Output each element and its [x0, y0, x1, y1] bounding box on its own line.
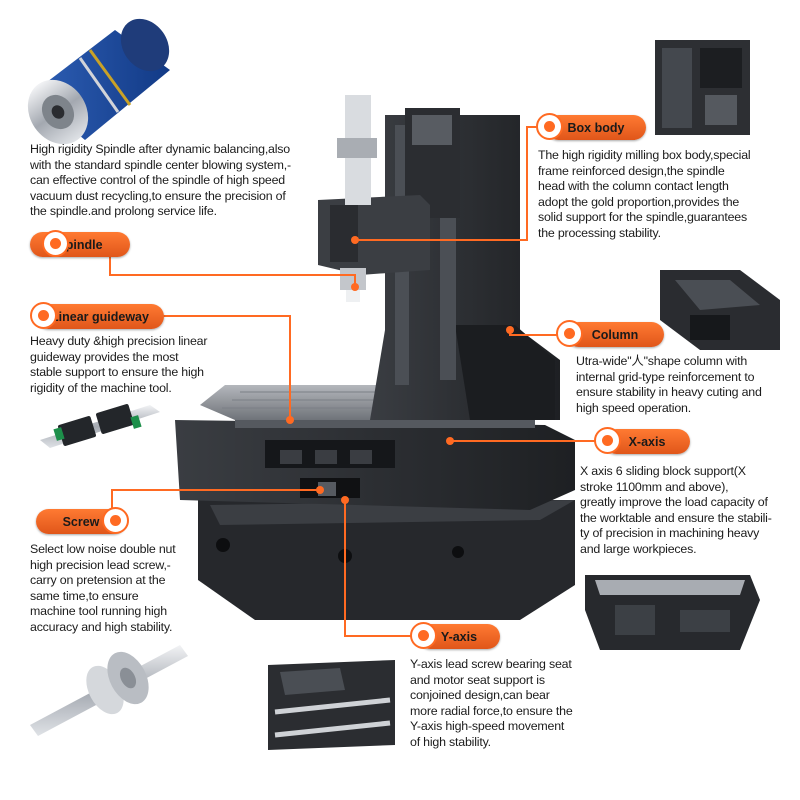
x-axis-tag: X-axis — [594, 427, 690, 454]
column-description: Utra-wide"人"shape column with internal g… — [576, 354, 762, 415]
spindle-photo — [27, 18, 170, 145]
y-axis-marker-icon — [410, 622, 437, 649]
linear-guideway-leader — [150, 315, 291, 420]
column-tag: Column — [556, 320, 666, 347]
linear-guideway-marker-icon — [30, 302, 57, 329]
spindle-description: High rigidity Spindle after dynamic bala… — [30, 142, 291, 219]
linear-guideway-label: Linear guideway — [51, 309, 149, 324]
ball-screw-photo — [30, 645, 188, 736]
screw-description: Select low noise double nut high precisi… — [30, 542, 176, 634]
box-body-leader — [355, 126, 539, 241]
linear-guideway-photo — [40, 404, 160, 448]
box-body-marker-icon — [536, 113, 563, 140]
box-body-photo — [655, 40, 750, 135]
leader-endpoints — [286, 236, 514, 504]
y-axis-leader — [344, 500, 413, 637]
y-axis-description: Y-axis lead screw bearing seat and motor… — [410, 657, 573, 749]
y-axis-tag: Y-axis — [410, 622, 500, 649]
box-body-label: Box body — [567, 120, 625, 135]
x-axis-description: X axis 6 sliding block support(X stroke … — [580, 464, 772, 556]
box-body-description: The high rigidity milling box body,speci… — [538, 148, 751, 240]
screw-label: Screw — [62, 514, 100, 529]
x-axis-saddle-photo — [585, 575, 760, 650]
linear-guideway-tag: Linear guideway — [30, 302, 170, 329]
y-axis-label: Y-axis — [440, 629, 478, 644]
linear-guideway-description: Heavy duty &high precision linear guidew… — [30, 334, 208, 395]
x-axis-label: X-axis — [628, 434, 666, 449]
spindle-marker-icon — [42, 230, 69, 257]
y-axis-base-photo — [268, 660, 395, 750]
spindle-tag: Spindle — [20, 230, 130, 257]
column-label: Column — [591, 327, 639, 342]
screw-marker-icon — [102, 507, 129, 534]
box-body-tag: Box body — [536, 113, 646, 140]
column-marker-icon — [556, 320, 583, 347]
x-axis-marker-icon — [594, 427, 621, 454]
column-photo — [660, 270, 780, 350]
spindle-leader — [109, 256, 356, 285]
screw-tag: Screw — [30, 507, 129, 534]
